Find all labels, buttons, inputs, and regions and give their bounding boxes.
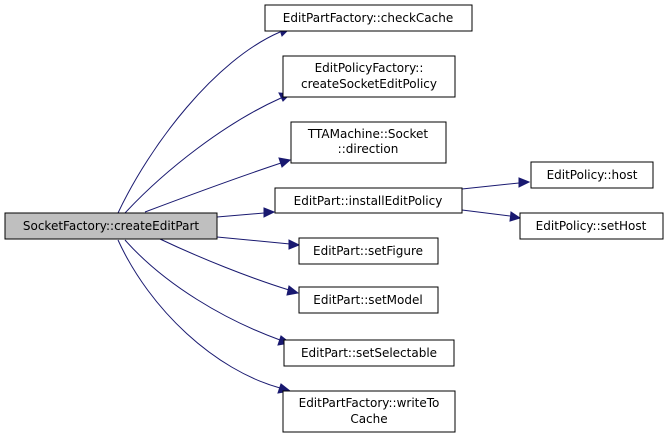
node-set-selectable-label: EditPart::setSelectable	[301, 346, 437, 360]
node-install-edit-policy[interactable]: EditPart::installEditPolicy	[274, 187, 463, 214]
edge-root-to-write-to-cache	[117, 239, 281, 389]
node-socket-direction[interactable]: TTAMachine::Socket ::direction	[290, 121, 447, 164]
node-install-edit-policy-label: EditPart::installEditPolicy	[294, 194, 443, 208]
arrow-install-to-host	[518, 177, 531, 188]
arrow-root-to-set-figure	[288, 239, 301, 250]
arrow-install-to-set-host	[509, 211, 522, 222]
node-check-cache[interactable]: EditPartFactory::checkCache	[264, 4, 473, 32]
edge-root-to-set-model	[159, 238, 290, 291]
node-socket-direction-label-2: ::direction	[338, 142, 399, 156]
node-host-label: EditPolicy::host	[547, 168, 638, 182]
edge-root-to-socket-direction	[144, 162, 282, 213]
edge-install-to-set-host	[461, 209, 511, 217]
edge-root-to-check-cache	[117, 31, 281, 214]
node-root[interactable]: SocketFactory::createEditPart	[4, 212, 218, 240]
node-set-figure-label: EditPart::setFigure	[313, 244, 423, 258]
node-root-label: SocketFactory::createEditPart	[23, 219, 200, 233]
node-set-model[interactable]: EditPart::setModel	[298, 286, 439, 314]
node-check-cache-label: EditPartFactory::checkCache	[283, 11, 453, 25]
arrow-root-to-set-model	[286, 285, 300, 296]
node-set-model-label: EditPart::setModel	[313, 293, 422, 307]
arrow-root-to-install-edit-policy	[263, 207, 276, 218]
node-write-to-cache-label-2: Cache	[350, 412, 387, 426]
edge-root-to-install-edit-policy	[216, 212, 265, 218]
node-write-to-cache-label-1: EditPartFactory::writeTo	[299, 396, 440, 410]
node-host[interactable]: EditPolicy::host	[530, 161, 654, 189]
node-set-host-label: EditPolicy::setHost	[536, 219, 647, 233]
node-set-host[interactable]: EditPolicy::setHost	[519, 212, 664, 240]
edge-install-to-host	[461, 182, 520, 190]
node-set-selectable[interactable]: EditPart::setSelectable	[283, 339, 455, 367]
node-create-socket-edit-policy-label-1: EditPolicyFactory::	[315, 61, 424, 75]
edge-root-to-set-figure	[216, 236, 291, 245]
edge-root-to-set-selectable	[124, 239, 281, 341]
node-set-figure[interactable]: EditPart::setFigure	[298, 237, 439, 265]
node-socket-direction-label-1: TTAMachine::Socket	[307, 127, 429, 141]
edge-root-to-create-socket-edit-policy	[124, 97, 282, 214]
node-create-socket-edit-policy[interactable]: EditPolicyFactory:: createSocketEditPoli…	[282, 55, 456, 98]
node-create-socket-edit-policy-label-2: createSocketEditPolicy	[301, 77, 437, 91]
arrow-root-to-socket-direction	[278, 157, 292, 168]
node-write-to-cache[interactable]: EditPartFactory::writeTo Cache	[282, 390, 456, 433]
